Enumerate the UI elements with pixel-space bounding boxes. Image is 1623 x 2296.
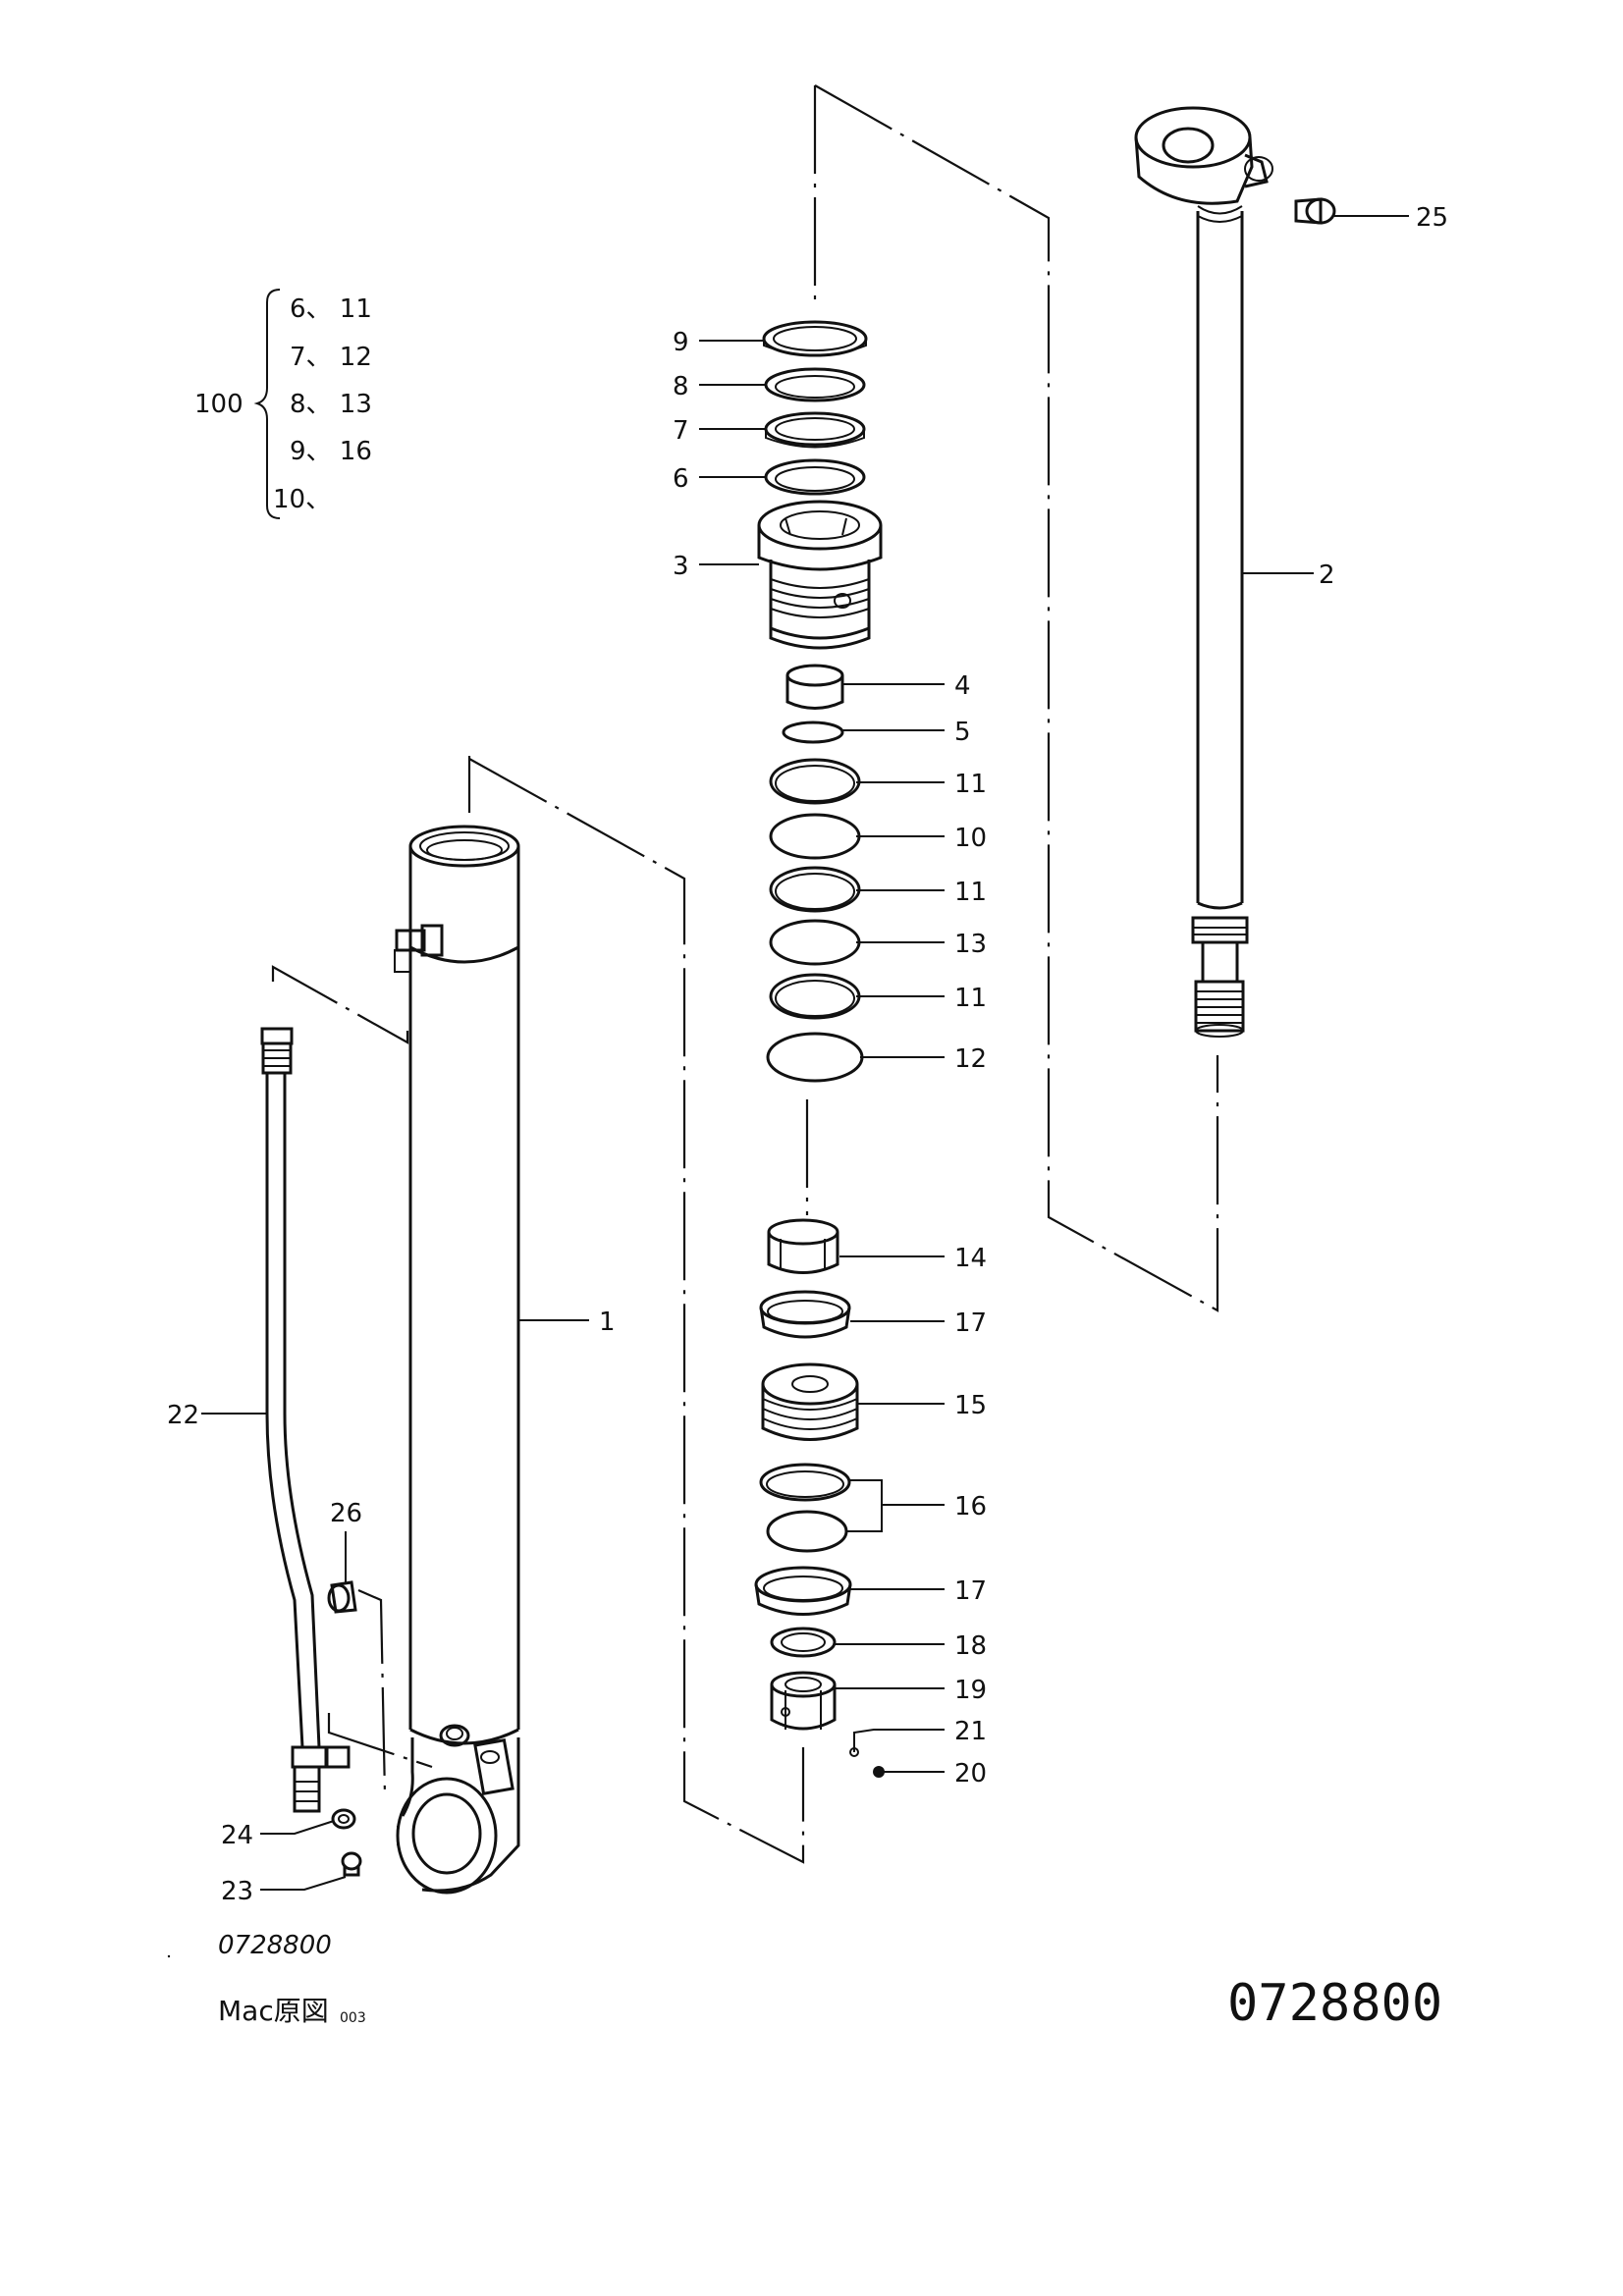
hose-assembly-part-22 <box>260 1027 351 1813</box>
callout-9: 9 <box>673 328 689 357</box>
small-fittings <box>327 1580 362 1877</box>
seal-kit-row-4: 9、 16 <box>290 437 372 466</box>
seal-kit-row-1: 6、 11 <box>290 294 372 324</box>
seal-kit-annotation: 100 6、 11 7、 12 8、 13 9、 16 10、 <box>194 289 372 519</box>
callout-8: 8 <box>673 372 689 401</box>
piston-stack <box>754 1218 885 1778</box>
seal-kit-row-5: 10、 <box>273 485 331 514</box>
callout-11-lower: 11 <box>954 984 987 1013</box>
callout-6: 6 <box>673 464 689 494</box>
callout-2: 2 <box>1319 561 1335 590</box>
grease-fitting-part-25 <box>1294 197 1336 225</box>
callout-15: 15 <box>954 1391 987 1420</box>
seal-kit-number: 100 <box>194 390 243 419</box>
callout-10: 10 <box>954 824 987 853</box>
callout-17-upper: 17 <box>954 1308 987 1338</box>
callout-16: 16 <box>954 1492 987 1522</box>
callout-12: 12 <box>954 1044 987 1074</box>
callout-25: 25 <box>1416 203 1448 233</box>
callout-18: 18 <box>954 1631 987 1661</box>
callout-14: 14 <box>954 1244 987 1273</box>
piston-rod-part-2 <box>1134 106 1273 1038</box>
source-label: Mac原図 <box>218 1995 329 2027</box>
drawing-code-large: 0728800 <box>1227 1974 1442 2033</box>
callout-23: 23 <box>221 1877 253 1906</box>
callout-21: 21 <box>954 1717 987 1746</box>
bushing-and-seal-parts <box>766 664 864 1083</box>
callout-26: 26 <box>330 1499 362 1528</box>
callout-7: 7 <box>673 416 689 446</box>
seal-kit-brace <box>253 289 281 519</box>
callout-24: 24 <box>221 1821 253 1850</box>
callout-22: 22 <box>167 1401 199 1430</box>
callout-3: 3 <box>673 552 689 581</box>
seal-kit-row-3: 8、 13 <box>290 390 372 419</box>
callout-19: 19 <box>954 1676 987 1705</box>
callout-1: 1 <box>599 1308 616 1337</box>
callout-17-lower: 17 <box>954 1576 987 1606</box>
assembly-phantom-lines <box>271 84 1219 1864</box>
source-number: 003 <box>340 2010 366 2026</box>
gland-seal-stack <box>757 320 883 650</box>
callout-labels: 9 8 7 6 3 4 5 11 10 11 13 11 12 14 17 15… <box>167 203 1448 1906</box>
cylinder-tube-part-1 <box>394 825 520 1895</box>
seal-kit-row-2: 7、 12 <box>290 343 372 372</box>
leader-lines <box>201 215 1409 1891</box>
callout-13: 13 <box>954 930 987 959</box>
callout-4: 4 <box>954 671 971 701</box>
callout-11-middle: 11 <box>954 878 987 907</box>
callout-20: 20 <box>954 1759 987 1789</box>
drawing-footer: 0728800 Mac原図 003 0728800 <box>167 1931 1442 2033</box>
drawing-code-small: 0728800 <box>218 1931 332 1960</box>
callout-5: 5 <box>954 718 971 747</box>
callout-11-upper: 11 <box>954 770 987 799</box>
